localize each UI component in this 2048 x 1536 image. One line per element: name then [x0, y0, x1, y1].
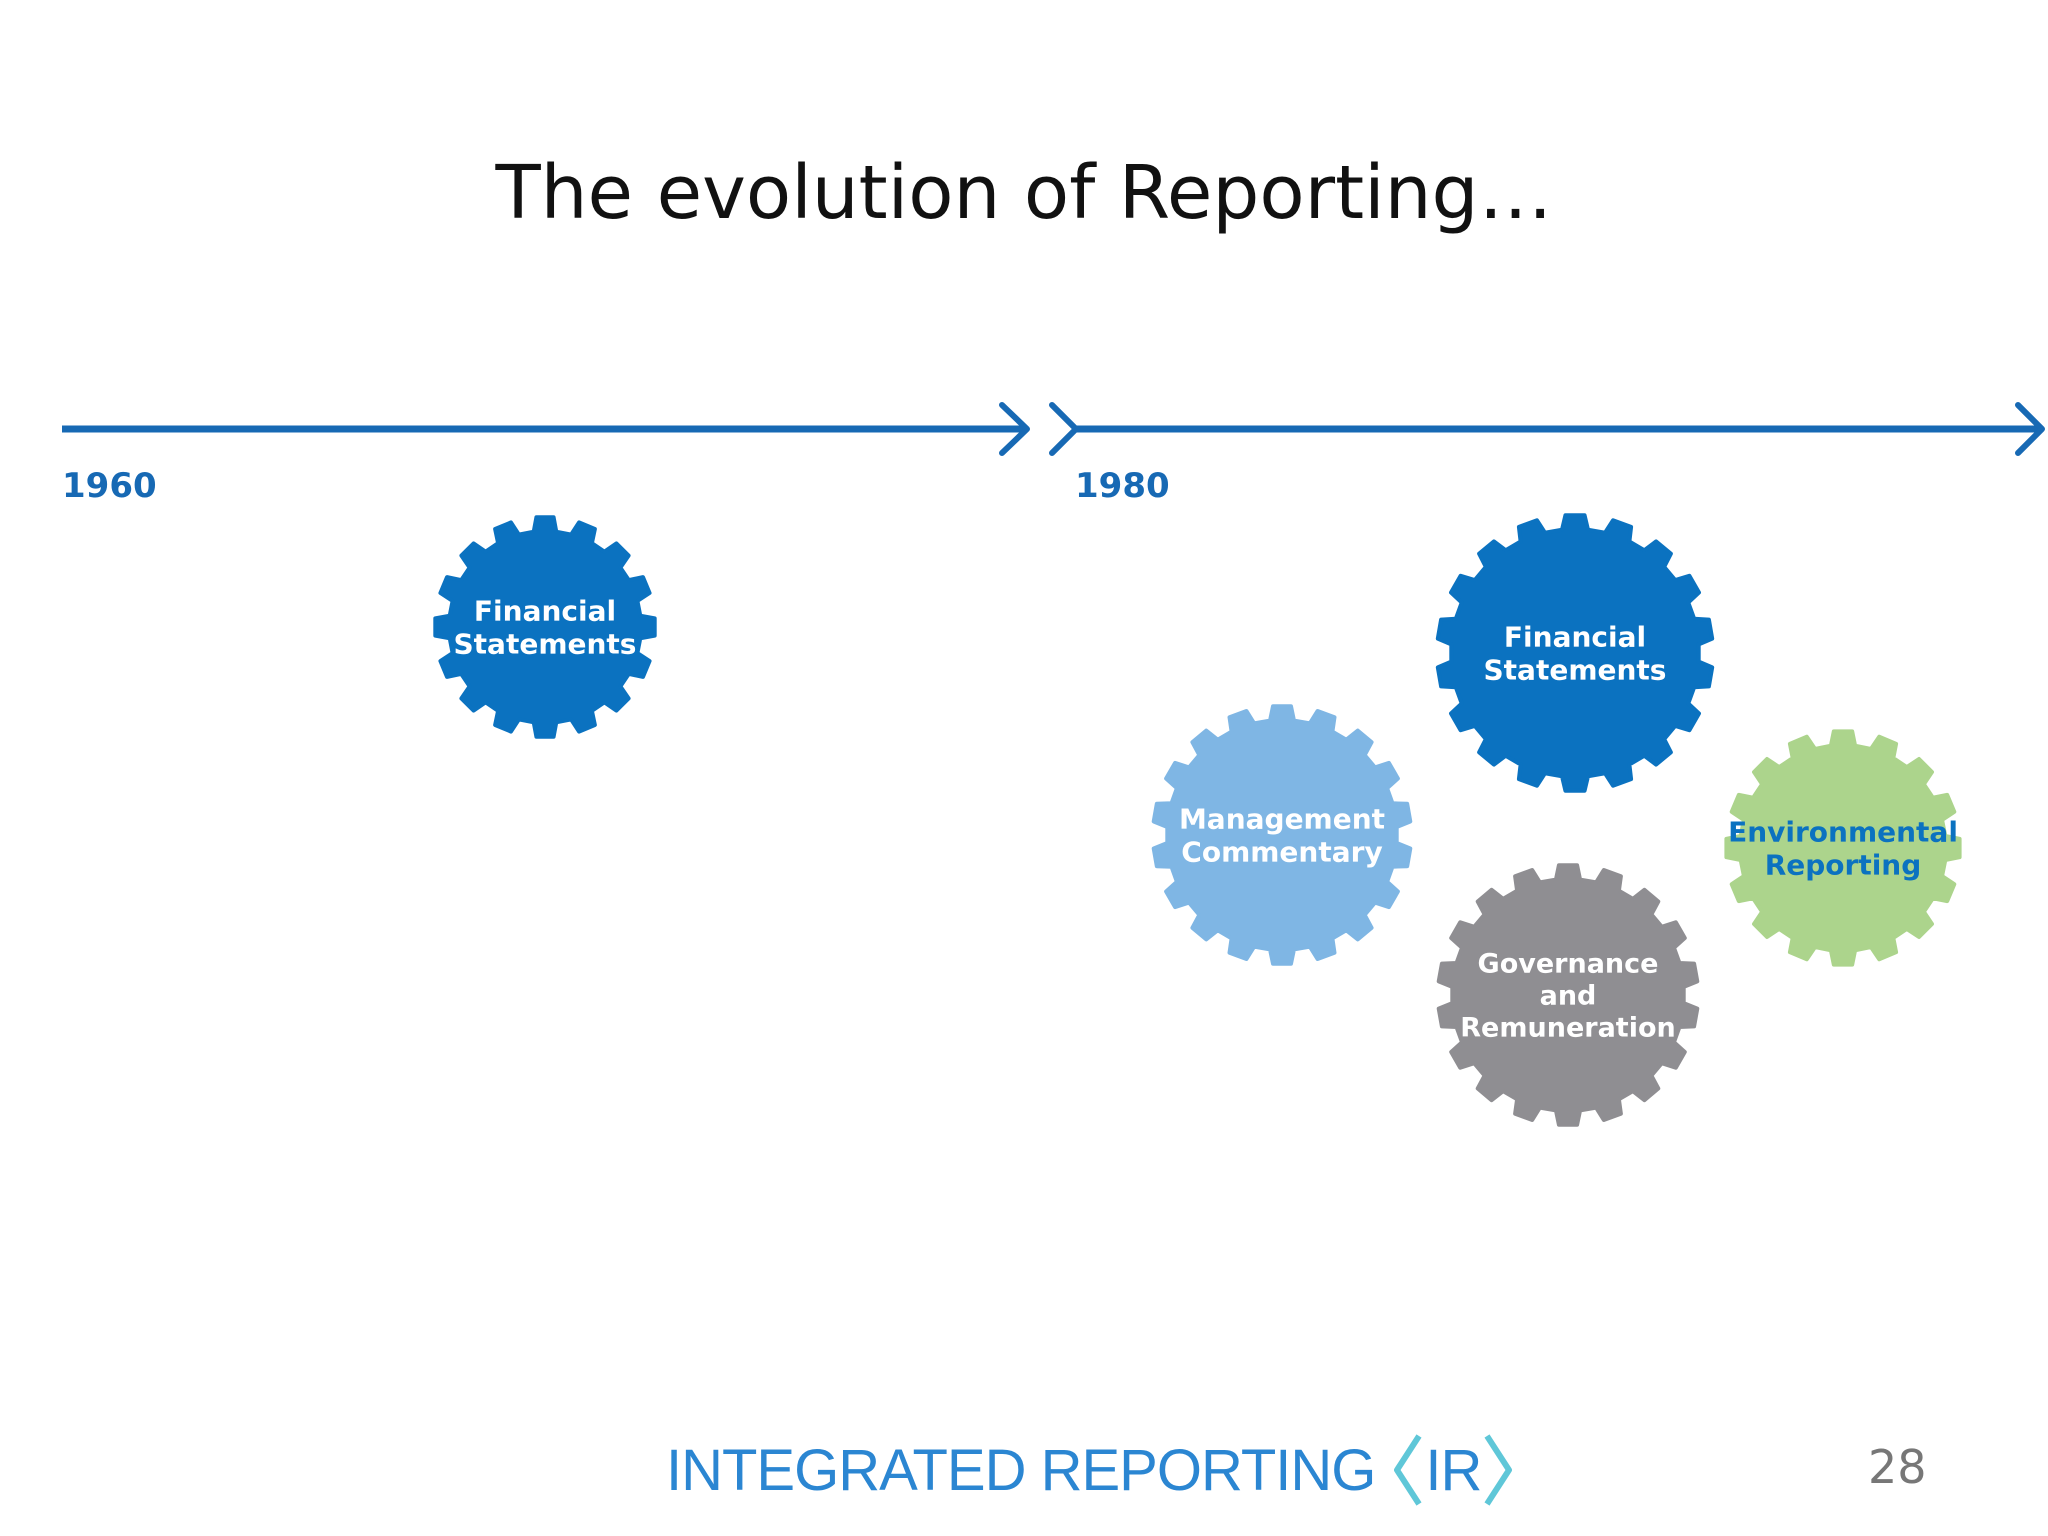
gear-fs-1980-label-line: Financial: [1504, 620, 1646, 653]
ir-logo-mark: IR: [1393, 1432, 1513, 1508]
gear-gov-label-line: and: [1540, 981, 1597, 1012]
page-number: 28: [1868, 1440, 1927, 1494]
slide-title: The evolution of Reporting…: [495, 150, 1553, 236]
chevron-right-icon: [1484, 1434, 1513, 1506]
chevron-left-icon: [1394, 1434, 1422, 1506]
gear-fs-1960-icon: [433, 515, 657, 739]
logo-text: INTEGRATED REPORTING: [666, 1437, 1376, 1503]
gear-env-icon: [1724, 729, 1962, 967]
gear-env-label-line: Environmental: [1728, 815, 1958, 848]
ir-logo-text: IR: [1425, 1437, 1482, 1503]
gear-fs-1980-label-line: Statements: [1484, 653, 1667, 686]
arrowhead-1960-icon: [999, 402, 1030, 456]
gear-mc-icon: [1151, 704, 1413, 966]
gear-mc-label-line: Management: [1179, 802, 1385, 835]
year-label-1960: 1960: [62, 466, 157, 506]
year-label-1980: 1980: [1075, 466, 1170, 506]
arrowhead-1980-icon: [2015, 402, 2045, 456]
gear-fs-1980-icon: [1435, 513, 1715, 793]
gear-mc-label-line: Commentary: [1181, 835, 1382, 868]
gear-fs-1960-label-line: Financial: [474, 594, 616, 627]
gear-gov-icon: [1436, 863, 1700, 1127]
chevron-start-1980-icon: [1049, 402, 1079, 456]
gear-env-label-line: Reporting: [1765, 848, 1922, 881]
gear-gov-label-line: Remuneration: [1460, 1012, 1675, 1043]
gear-gov-label-line: Governance: [1478, 949, 1659, 980]
gear-fs-1960-label-line: Statements: [454, 627, 637, 660]
integrated-reporting-logo: INTEGRATED REPORTING IR: [666, 1430, 1513, 1510]
